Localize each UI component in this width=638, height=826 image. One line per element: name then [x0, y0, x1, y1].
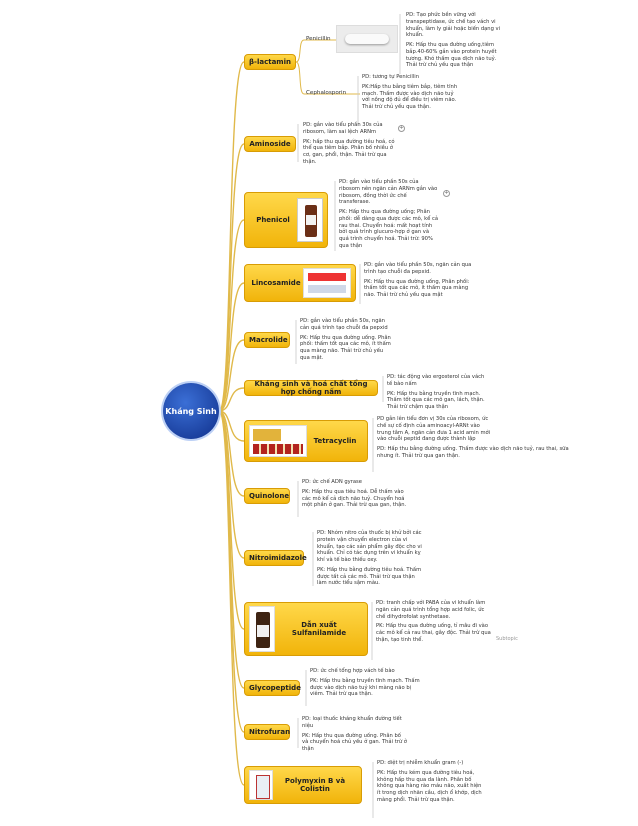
- penicillin-pd: PD: Tạo phức bền vững với transpeptidase…: [406, 12, 501, 39]
- branch-label: Glycopeptide: [249, 684, 301, 692]
- phenicol-notes: PD: gắn vào tiểu phần 50s của ribosom nê…: [339, 179, 439, 253]
- branch-aminoside[interactable]: Aminoside: [244, 136, 296, 152]
- connector-line: [218, 410, 245, 786]
- branch-nitroimidazole[interactable]: Nitroimidazole: [244, 550, 307, 566]
- glycopeptide-pd: PD: ức chế tổng hợp vách tế bào: [310, 668, 395, 674]
- aminoside-pd: PD: gắn vào tiểu phần 30s của ribosom, l…: [303, 122, 383, 135]
- synthetic-notes: PD: tác động vào ergosterol của vách tế …: [387, 374, 491, 414]
- sub-connector-line: [295, 39, 305, 63]
- expand-icon[interactable]: +: [443, 190, 450, 197]
- penicillin-notes: PD: Tạo phức bền vững với transpeptidase…: [406, 12, 504, 72]
- lincosamide-pd: PD: gắn vào tiểu phần 50s, ngăn cản qua …: [364, 262, 472, 275]
- synthetic-pd: PD: tác động vào ergosterol của vách tế …: [387, 374, 485, 387]
- branch-label: Macrolide: [249, 336, 288, 344]
- cephalosporin-pk: PK:Hấp thu bằng tiêm bắp, tiêm tĩnh mạch…: [362, 83, 458, 110]
- branch-glycopeptide[interactable]: Glycopeptide: [244, 680, 301, 696]
- phenicol-bottle-image: [297, 198, 323, 242]
- quinolone-pk: PK: Hấp thu qua tiêu hoá. Dễ thấm vào cá…: [302, 488, 407, 509]
- cephalosporin-notes: PD: tương tự Penicillin PK:Hấp thu bằng …: [362, 74, 462, 114]
- branch-synthetic-antifungal[interactable]: Kháng sinh và hoá chất tổng hợp chống nấ…: [244, 380, 378, 396]
- expand-icon[interactable]: +: [398, 125, 405, 132]
- polymyxin-notes: PD: diệt trị nhiễm khuẩn gram (-) PK: Hấ…: [377, 760, 485, 807]
- branch-label: Tetracyclin: [313, 437, 357, 445]
- connector-line: [218, 387, 245, 412]
- macrolide-pk: PK: Hấp thu qua đường uống. Phân phối: t…: [300, 334, 391, 361]
- branch-label: Quinolone: [249, 492, 290, 500]
- branch-label: Nitrofuran: [249, 728, 291, 736]
- branch-sulfanilamide[interactable]: Dẫn xuất Sulfanilamide: [244, 602, 368, 656]
- sub-connector-line: [295, 61, 305, 95]
- branch-blactam[interactable]: β-lactamin: [244, 54, 296, 70]
- sulfanilamide-pd: PD: tranh chấp với PABA của vi khuẩn làm…: [376, 600, 486, 620]
- root-topic[interactable]: Kháng Sinh: [163, 383, 219, 439]
- nitroimidazole-notes: PD: Nhóm nitro của thuốc bị khử bởi các …: [317, 530, 423, 590]
- glycopeptide-notes: PD: ức chế tổng hợp vách tế bào PK: Hấp …: [310, 668, 420, 701]
- connector-line: [218, 282, 245, 412]
- connector-line: [218, 219, 245, 412]
- macrolide-notes: PD: gắn vào tiểu phần 50s, ngăn cản quá …: [300, 318, 392, 365]
- lincosamide-pack-image: [303, 268, 351, 298]
- phenicol-pd: PD: gắn vào tiểu phần 50s của ribosom nê…: [339, 179, 438, 206]
- quinolone-notes: PD: ức chế ADN gyrase PK: Hấp thu qua ti…: [302, 479, 410, 512]
- tetracyclin-pack-image: [249, 425, 307, 457]
- branch-label: β-lactamin: [249, 58, 291, 66]
- branch-nitrofuran[interactable]: Nitrofuran: [244, 724, 290, 740]
- tetracyclin-pd: PD gắn lên tiểu đơn vị 30s của ribosom, …: [377, 416, 491, 443]
- branch-lincosamide[interactable]: Lincosamide: [244, 264, 356, 302]
- sulfanilamide-pk: PK: Hấp thu qua đường uống, tỉ mâu đi và…: [376, 623, 491, 643]
- branch-polymyxin[interactable]: Polymyxin B và Colistin: [244, 766, 362, 804]
- sulfanilamide-notes: PD: tranh chấp với PABA của vi khuẩn làm…: [376, 600, 494, 647]
- penicillin-pk: PK: Hấp thu qua đường uống,tiêm bắp.40-6…: [406, 42, 497, 69]
- subtopic-penicillin[interactable]: Penicillin: [306, 36, 331, 42]
- penicillin-capsule-image: [336, 25, 398, 53]
- branch-label: Dẫn xuất Sulfanilamide: [291, 621, 347, 637]
- branch-tetracyclin[interactable]: Tetracyclin: [244, 420, 368, 462]
- branch-quinolone[interactable]: Quinolone: [244, 488, 290, 504]
- nitrofuran-pd: PD: loại thuốc kháng khuẩn đường tiết ni…: [302, 716, 402, 729]
- polymyxin-vial-image: [249, 770, 273, 800]
- branch-label: Nitroimidazole: [249, 554, 307, 562]
- tetracyclin-pk: PD: Hấp thu bằng đường uống. Thấm được v…: [377, 446, 569, 459]
- subtopic-cephalosporin[interactable]: Cephalosporin: [306, 90, 347, 96]
- connector-line: [218, 410, 245, 497]
- branch-phenicol[interactable]: Phenicol: [244, 192, 328, 248]
- branch-macrolide[interactable]: Macrolide: [244, 332, 290, 348]
- tetracyclin-notes: PD gắn lên tiểu đơn vị 30s của ribosom, …: [377, 416, 577, 463]
- connector-line: [218, 143, 245, 412]
- subtopic-placeholder[interactable]: Subtopic: [496, 636, 518, 642]
- cephalosporin-pd: PD: tương tự Penicillin: [362, 74, 419, 80]
- synthetic-pk: PK: Hấp thu bằng truyền tĩnh mạch. Thấm …: [387, 390, 485, 411]
- phenicol-pk: PK: Hấp thu qua đường uống; Phân phối: d…: [339, 209, 439, 249]
- branch-label: Lincosamide: [251, 279, 301, 287]
- polymyxin-pk: PK: Hấp thu kém qua đường tiêu hoá, khôn…: [377, 769, 482, 803]
- branch-label: Aminoside: [249, 140, 291, 148]
- lincosamide-pk: PK: Hấp thu qua đường uống, Phân phối: t…: [364, 278, 470, 299]
- nitrofuran-pk: PK: Hấp thu qua đường uống. Phân bố và c…: [302, 732, 407, 753]
- nitrofuran-notes: PD: loại thuốc kháng khuẩn đường tiết ni…: [302, 716, 408, 756]
- connector-line: [218, 339, 245, 412]
- glycopeptide-pk: PK: Hấp thu bằng truyền tĩnh mạch. Thấm …: [310, 677, 420, 698]
- nitroimidazole-pd: PD: Nhóm nitro của thuốc bị khử bởi các …: [317, 530, 422, 563]
- polymyxin-pd: PD: diệt trị nhiễm khuẩn gram (-): [377, 760, 464, 766]
- aminoside-notes: PD: gắn vào tiểu phần 30s của ribosom, l…: [303, 122, 397, 169]
- branch-label: Polymyxin B và Colistin: [284, 777, 346, 793]
- root-label: Kháng Sinh: [165, 406, 217, 416]
- lincosamide-notes: PD: gắn vào tiểu phần 50s, ngăn cản qua …: [364, 262, 476, 302]
- quinolone-pd: PD: ức chế ADN gyrase: [302, 479, 362, 485]
- branch-label: Phenicol: [256, 216, 290, 224]
- sulfanilamide-bottle-image: [249, 606, 275, 652]
- macrolide-pd: PD: gắn vào tiểu phần 50s, ngăn cản quá …: [300, 318, 388, 331]
- nitroimidazole-pk: PK: Hấp thu bằng đường tiêu hoá. Thấm đư…: [317, 566, 422, 587]
- aminoside-pk: PK: hấp thu qua đường tiêu hoá, có thể q…: [303, 138, 395, 165]
- branch-label: Kháng sinh và hoá chất tổng hợp chống nấ…: [254, 380, 368, 396]
